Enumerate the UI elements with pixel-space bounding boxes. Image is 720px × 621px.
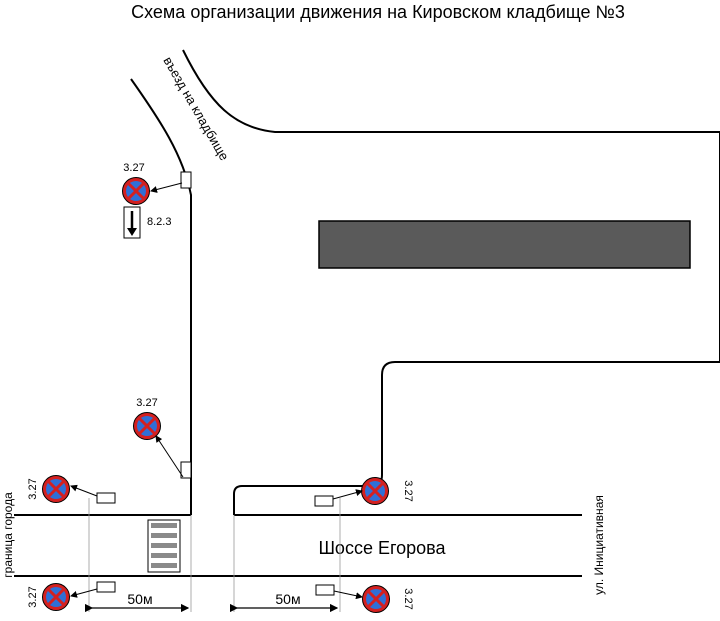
sign-327-label: 3.27 bbox=[27, 478, 39, 499]
pedestrian-crossing bbox=[147, 519, 181, 573]
sign-327-top-right: 3.27 bbox=[314, 476, 414, 507]
sign-327-bottom-left: 3.27 bbox=[27, 581, 116, 612]
distance-right: 50м bbox=[229, 591, 339, 613]
sign-823-plate bbox=[123, 206, 141, 239]
sign-327-label: 3.27 bbox=[123, 162, 144, 174]
sign-327-top-left: 3.27 bbox=[27, 474, 116, 504]
sign-327-label: 3.27 bbox=[402, 480, 414, 501]
sign-823-label: 8.2.3 bbox=[147, 216, 171, 228]
cemetery-outline bbox=[182, 49, 720, 515]
sign-327-entrance: 3.27 8.2.3 bbox=[121, 162, 192, 239]
building bbox=[318, 220, 691, 269]
entrance-road-left-edge bbox=[130, 78, 192, 515]
city-border-label: граница города bbox=[1, 492, 15, 578]
sign-327-label: 3.27 bbox=[27, 586, 39, 607]
sign-327-bottom-right: 3.27 bbox=[315, 584, 414, 614]
distance-guides bbox=[88, 498, 341, 612]
diagram-title: Схема организации движения на Кировском … bbox=[131, 2, 625, 22]
distance-left: 50м bbox=[84, 591, 190, 613]
side-street-label: ул. Инициативная bbox=[592, 495, 606, 595]
highway-label: Шоссе Егорова bbox=[318, 538, 446, 558]
distance-left-label: 50м bbox=[127, 591, 152, 607]
distance-right-label: 50м bbox=[275, 591, 300, 607]
sign-327-road: 3.27 bbox=[132, 397, 192, 479]
sign-327-label: 3.27 bbox=[136, 397, 157, 409]
sign-327-label: 3.27 bbox=[402, 588, 414, 609]
